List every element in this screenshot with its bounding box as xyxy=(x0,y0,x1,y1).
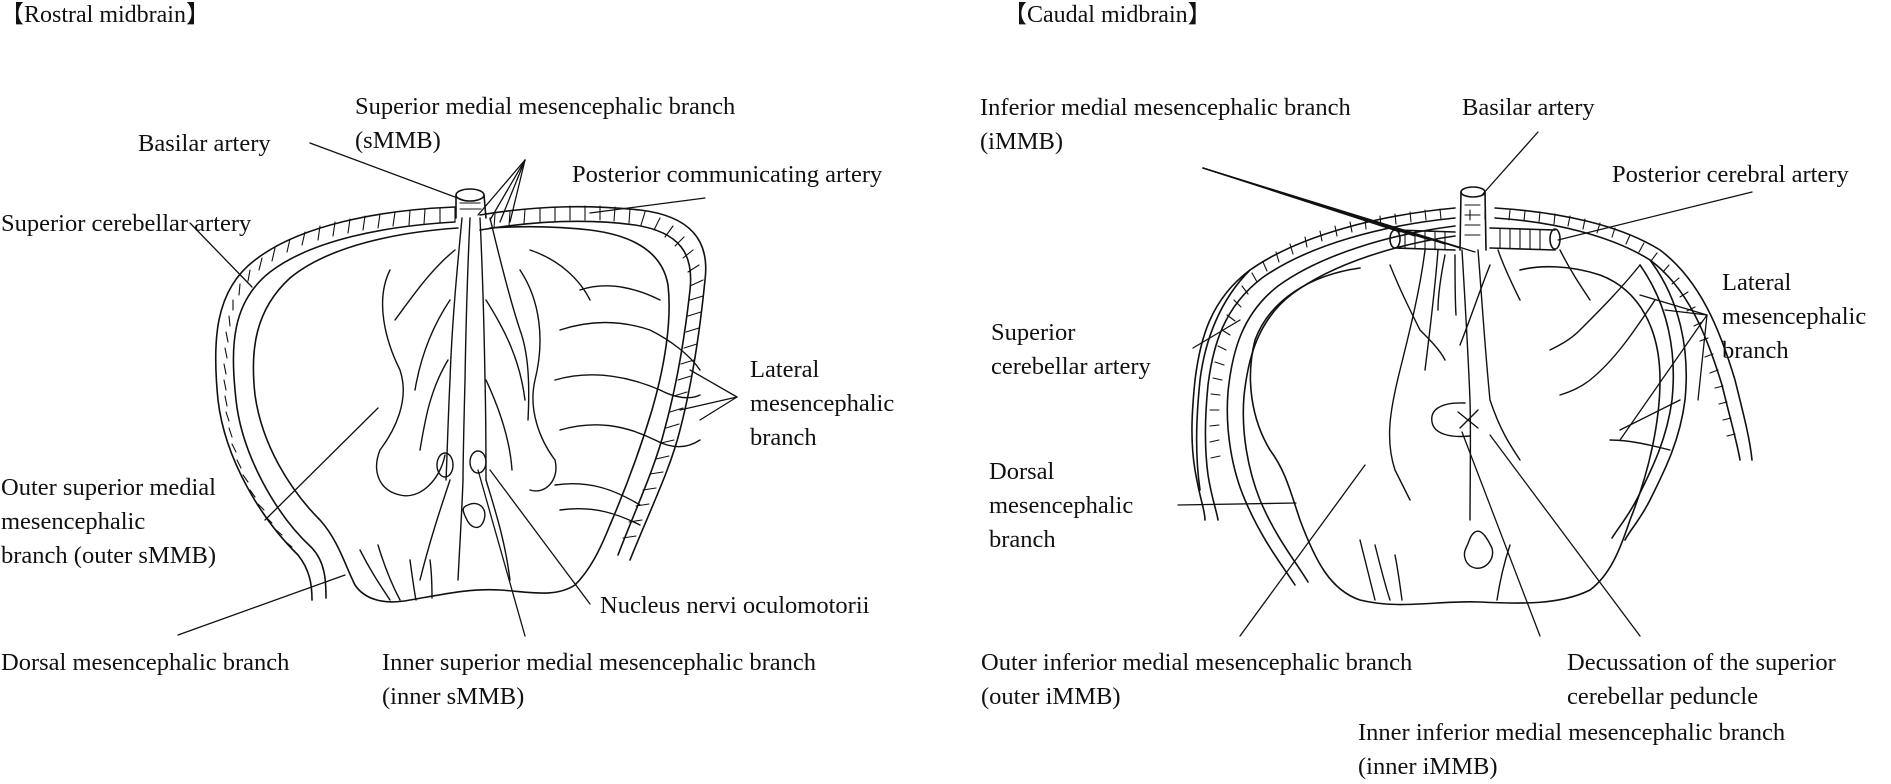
caudal-decussation xyxy=(1431,402,1479,438)
leader-decussation xyxy=(1489,434,1641,637)
label-smmb: Superior medial mesencephalic branch (sM… xyxy=(355,93,736,154)
leader-smmb-4 xyxy=(509,159,526,223)
rostral-superior-cerebellar-artery xyxy=(214,206,456,601)
rostral-right-arch xyxy=(479,205,707,561)
leader-sca-caudal xyxy=(1192,319,1241,349)
leader-inner-immb xyxy=(1461,431,1541,637)
rostral-lateral-branches xyxy=(529,249,701,526)
leader-outer-immb xyxy=(1239,464,1366,637)
leader-lateral-caudal-4 xyxy=(1697,314,1708,401)
leader-smmb-2 xyxy=(489,159,526,221)
leader-basilar-caudal xyxy=(1481,131,1539,196)
caudal-lateral-branches xyxy=(1549,249,1681,451)
leader-lateral-rostral-2 xyxy=(679,396,738,411)
rostral-right-lobe xyxy=(519,269,557,492)
leader-lateral-caudal-1 xyxy=(1639,294,1708,316)
label-dorsal-mesencephalic-branch-rostral: Dorsal mesencephalic branch xyxy=(1,649,290,676)
leader-sca-rostral xyxy=(189,222,253,288)
caudal-posterior-cerebral-artery xyxy=(1389,227,1561,251)
caudal-midbrain-outline xyxy=(1249,265,1661,606)
rostral-midbrain-drawing xyxy=(214,188,707,603)
label-inner-smmb: Inner superior medial mesencephalic bran… xyxy=(382,649,817,710)
leader-dorsal-caudal xyxy=(1177,502,1297,506)
label-outer-smmb: Outer superior medial mesencephalic bran… xyxy=(1,474,217,569)
caudal-superior-cerebellar-arteries xyxy=(1191,207,1753,586)
leader-smmb-1 xyxy=(477,159,526,216)
panel-title-rostral: 【Rostral midbrain】 xyxy=(0,2,210,28)
rostral-basilar-artery xyxy=(455,188,487,219)
label-posterior-communicating-artery: Posterior communicating artery xyxy=(572,161,883,188)
label-basilar-artery-caudal: Basilar artery xyxy=(1462,94,1595,121)
label-lateral-mesencephalic-branch-caudal: Lateral mesencephalic branch xyxy=(1722,269,1867,364)
leader-basilar-rostral xyxy=(309,142,464,201)
leader-smmb-3 xyxy=(499,159,526,223)
leader-inner-smmb xyxy=(477,469,526,637)
label-dorsal-mesencephalic-branch-caudal: Dorsal mesencephalic branch xyxy=(989,458,1134,553)
label-inner-immb: Inner inferior medial mesencephalic bran… xyxy=(1358,719,1786,780)
leader-dorsal-rostral xyxy=(177,574,346,636)
rostral-dorsal-branches xyxy=(359,544,433,601)
rostral-aqueduct xyxy=(462,502,486,528)
leader-pcomm xyxy=(589,197,706,214)
label-outer-immb: Outer inferior medial mesencephalic bran… xyxy=(981,649,1413,710)
rostral-smmb-vessels xyxy=(394,217,530,581)
caudal-leader-lines xyxy=(1177,131,1753,637)
label-posterior-cerebral-artery: Posterior cerebral artery xyxy=(1612,161,1849,188)
label-nucleus-nervi-oculomotorii: Nucleus nervi oculomotorii xyxy=(600,592,870,619)
leader-outer-smmb xyxy=(264,407,379,521)
label-superior-cerebellar-artery-caudal: Superior cerebellar artery xyxy=(991,319,1151,380)
leader-lateral-caudal-3 xyxy=(1619,314,1708,441)
caudal-aqueduct xyxy=(1463,530,1494,569)
rostral-nucleus-left xyxy=(436,452,454,478)
caudal-basilar-artery xyxy=(1459,186,1487,251)
label-decussation: Decussation of the superior cerebellar p… xyxy=(1567,649,1836,710)
panel-title-caudal: 【Caudal midbrain】 xyxy=(1003,2,1212,28)
leader-pca xyxy=(1557,191,1753,241)
caudal-tegmentum xyxy=(1389,264,1491,361)
label-superior-cerebellar-artery-rostral: Superior cerebellar artery xyxy=(1,210,252,237)
rostral-midbrain-outline xyxy=(252,225,670,603)
label-lateral-mesencephalic-branch-rostral: Lateral mesencephalic branch xyxy=(750,356,895,451)
leader-immb-6 xyxy=(1202,167,1476,253)
leader-nucleus xyxy=(489,469,591,605)
caudal-dorsal-branches xyxy=(1359,539,1511,601)
label-immb: Inferior medial mesencephalic branch (iM… xyxy=(980,94,1351,155)
caudal-midbrain-drawing xyxy=(1191,186,1753,606)
label-basilar-artery-rostral: Basilar artery xyxy=(138,130,271,157)
leader-lateral-rostral-1 xyxy=(689,369,738,398)
leader-lateral-caudal-2 xyxy=(1664,309,1708,316)
rostral-left-lobe xyxy=(376,269,446,497)
leader-lateral-rostral-3 xyxy=(699,396,738,421)
rostral-leader-lines xyxy=(177,142,738,637)
rostral-nucleus-right xyxy=(469,450,487,474)
caudal-immb-vessels xyxy=(1388,249,1521,521)
